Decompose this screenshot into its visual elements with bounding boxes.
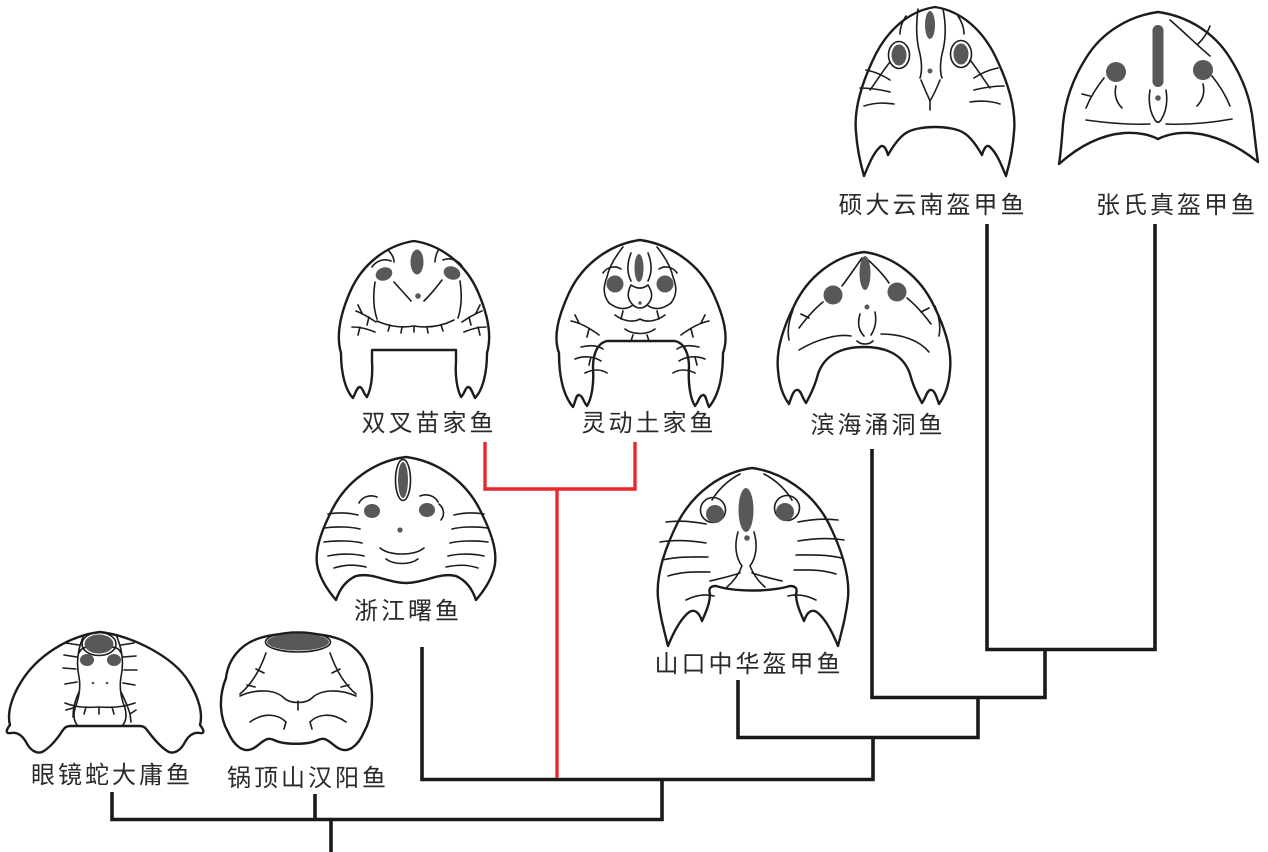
orbit-ring-left [887, 40, 911, 70]
orbit-left [606, 275, 624, 293]
median-opening-ring [394, 458, 412, 502]
nostril-left [91, 681, 95, 685]
shield-outline [315, 455, 497, 602]
headshield-hanyang-yu [219, 631, 374, 752]
orbit-right [887, 282, 907, 302]
taxon-label-tujia-yu: 灵动土家鱼 [581, 411, 717, 437]
orbit-left [706, 505, 724, 523]
headshield-yunnan-kuijia-yu [854, 5, 1016, 178]
orbit-right [107, 654, 121, 666]
orbit-left [375, 267, 393, 281]
orbit-right [419, 503, 435, 517]
median-dorsal-opening [738, 488, 754, 532]
taxon-label-yongdong-yu: 滨海涌洞鱼 [810, 413, 946, 439]
canal-lines [659, 473, 845, 601]
median-dorsal-opening [1152, 25, 1164, 87]
pineal-opening [744, 535, 750, 541]
shield-outline [337, 239, 491, 400]
orbit-left [1106, 62, 1126, 82]
headshield-tujia-yu [555, 238, 727, 409]
canal-lines [62, 636, 138, 727]
shield-outline [5, 630, 205, 754]
pineal-opening [927, 68, 933, 74]
shield-outline [555, 238, 727, 409]
taxon-label-miaojia-yu: 双叉苗家鱼 [361, 411, 497, 437]
taxon-label-zhen-kuijia-yu: 张氏真盔甲鱼 [1096, 193, 1258, 219]
pineal-opening [864, 304, 870, 310]
median-opening-ring [81, 631, 117, 657]
nostril-right [105, 681, 109, 685]
shield-outline [656, 466, 850, 648]
orbit-right [953, 43, 969, 65]
headshield-miaojia-yu [337, 239, 491, 400]
orbit-right [443, 266, 461, 280]
canal-lines [239, 652, 357, 730]
orbit-left [364, 504, 380, 518]
pineal-opening [397, 527, 403, 533]
median-dorsal-opening [410, 249, 424, 275]
pineal-opening [638, 301, 642, 305]
median-dorsal-opening [925, 11, 935, 39]
canal-mesh-lines [570, 246, 710, 374]
orbit-right [1193, 60, 1213, 80]
median-opening-ring [264, 631, 332, 653]
taxon-label-hanyang-yu: 锅顶山汉阳鱼 [227, 766, 389, 792]
median-dorsal-opening [634, 254, 644, 282]
median-dorsal-opening [84, 634, 114, 654]
canal-lines [859, 8, 1005, 111]
orbit-right [656, 275, 674, 293]
tree-edges-black [110, 224, 1157, 852]
taxon-label-yunnan-kuijia-yu: 硕大云南盔甲鱼 [838, 193, 1028, 219]
headshield-zhonghua-kuijia-yu [656, 466, 850, 648]
median-dorsal-opening [859, 256, 871, 290]
headshield-yongdong-yu [776, 250, 952, 406]
canal-lines [351, 248, 487, 336]
median-dorsal-opening [267, 633, 329, 651]
taxon-label-dayong-yu: 眼镜蛇大庸鱼 [31, 763, 193, 789]
orbit-ring-right [949, 39, 973, 69]
shield-outline [776, 250, 952, 406]
canal-lines [787, 257, 941, 353]
canal-lines [1081, 19, 1233, 126]
taxon-label-shu-yu: 浙江曙鱼 [354, 599, 462, 625]
taxon-label-zhonghua-kuijia-yu: 山口中华盔甲鱼 [654, 652, 844, 678]
headshield-shu-yu [315, 455, 497, 602]
orbit-left [891, 44, 907, 66]
shield-outline [1057, 10, 1260, 166]
tree-edges-highlighted-red [483, 442, 637, 778]
headshield-zhen-kuijia-yu [1057, 10, 1260, 166]
orbit-left [823, 285, 843, 305]
pineal-opening [415, 293, 421, 299]
median-dorsal-opening [398, 462, 408, 498]
headshield-dayong-yu [5, 630, 205, 754]
tree [110, 224, 1157, 852]
pineal-opening [1155, 95, 1161, 101]
canal-lines [323, 494, 489, 569]
orbit-left [80, 654, 94, 666]
orbit-right [776, 503, 794, 521]
